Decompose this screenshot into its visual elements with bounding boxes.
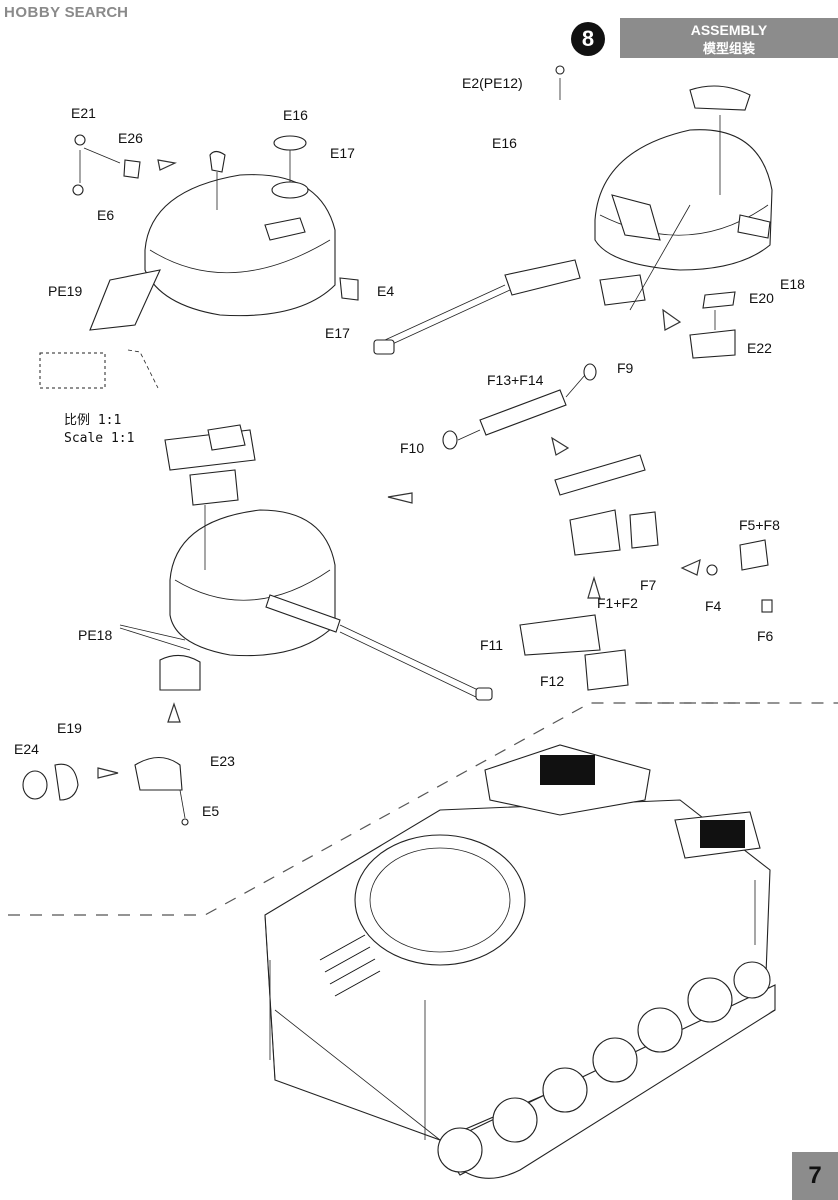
- label-f7: F7: [640, 577, 657, 593]
- label-e16-right: E16: [492, 135, 517, 151]
- turret-top-right: [373, 65, 773, 359]
- page-number: 7: [792, 1152, 838, 1200]
- label-e26: E26: [118, 130, 143, 146]
- label-e18: E18: [780, 276, 805, 292]
- section-subtitle: 模型组装: [702, 42, 755, 57]
- section-divider: [8, 702, 838, 916]
- label-f12: F12: [540, 673, 565, 689]
- step-number-badge: 8: [571, 22, 605, 56]
- section-header: ASSEMBLY 模型组装: [620, 18, 838, 58]
- label-f5-f8: F5+F8: [739, 517, 780, 533]
- label-f11: F11: [480, 637, 504, 653]
- turret-top-left: [72, 134, 359, 331]
- watermark: HOBBY SEARCH: [4, 4, 128, 21]
- label-e20: E20: [749, 290, 774, 306]
- watermark-logo: HOBBY: [4, 4, 61, 21]
- label-e23: E23: [210, 753, 235, 769]
- scale-note-en: Scale 1:1: [64, 431, 135, 446]
- label-f10: F10: [400, 440, 425, 456]
- label-e2-pe12: E2(PE12): [462, 75, 523, 91]
- label-f9: F9: [617, 360, 634, 376]
- road-wheels: [437, 961, 771, 1173]
- label-e5: E5: [202, 803, 220, 819]
- label-f13-f14: F13+F14: [487, 372, 544, 388]
- label-e6: E6: [97, 207, 115, 223]
- label-e17-lower: E17: [325, 325, 350, 341]
- turret-middle-left: [159, 424, 493, 701]
- label-e24: E24: [14, 741, 39, 757]
- scale-note: 比例 1:1 Scale 1:1: [64, 412, 134, 448]
- label-e22: E22: [747, 340, 772, 356]
- hatch-subassembly: [22, 756, 189, 826]
- label-e16: E16: [283, 107, 308, 123]
- label-f4: F4: [705, 598, 722, 614]
- scale-note-cn: 比例 1:1: [64, 413, 122, 428]
- sight-assembly: [519, 454, 773, 691]
- label-f1-f2: F1+F2: [597, 595, 638, 611]
- gun-subassembly: [442, 363, 597, 450]
- label-e17: E17: [330, 145, 355, 161]
- watermark-search: SEARCH: [64, 4, 129, 21]
- label-e19: E19: [57, 720, 82, 736]
- label-pe18: PE18: [78, 627, 113, 643]
- label-e4: E4: [377, 283, 395, 299]
- pe19-sheet: [39, 349, 159, 389]
- label-f6: F6: [757, 628, 774, 644]
- label-pe19: PE19: [48, 283, 83, 299]
- section-title: ASSEMBLY: [690, 22, 768, 38]
- label-e21: E21: [71, 105, 96, 121]
